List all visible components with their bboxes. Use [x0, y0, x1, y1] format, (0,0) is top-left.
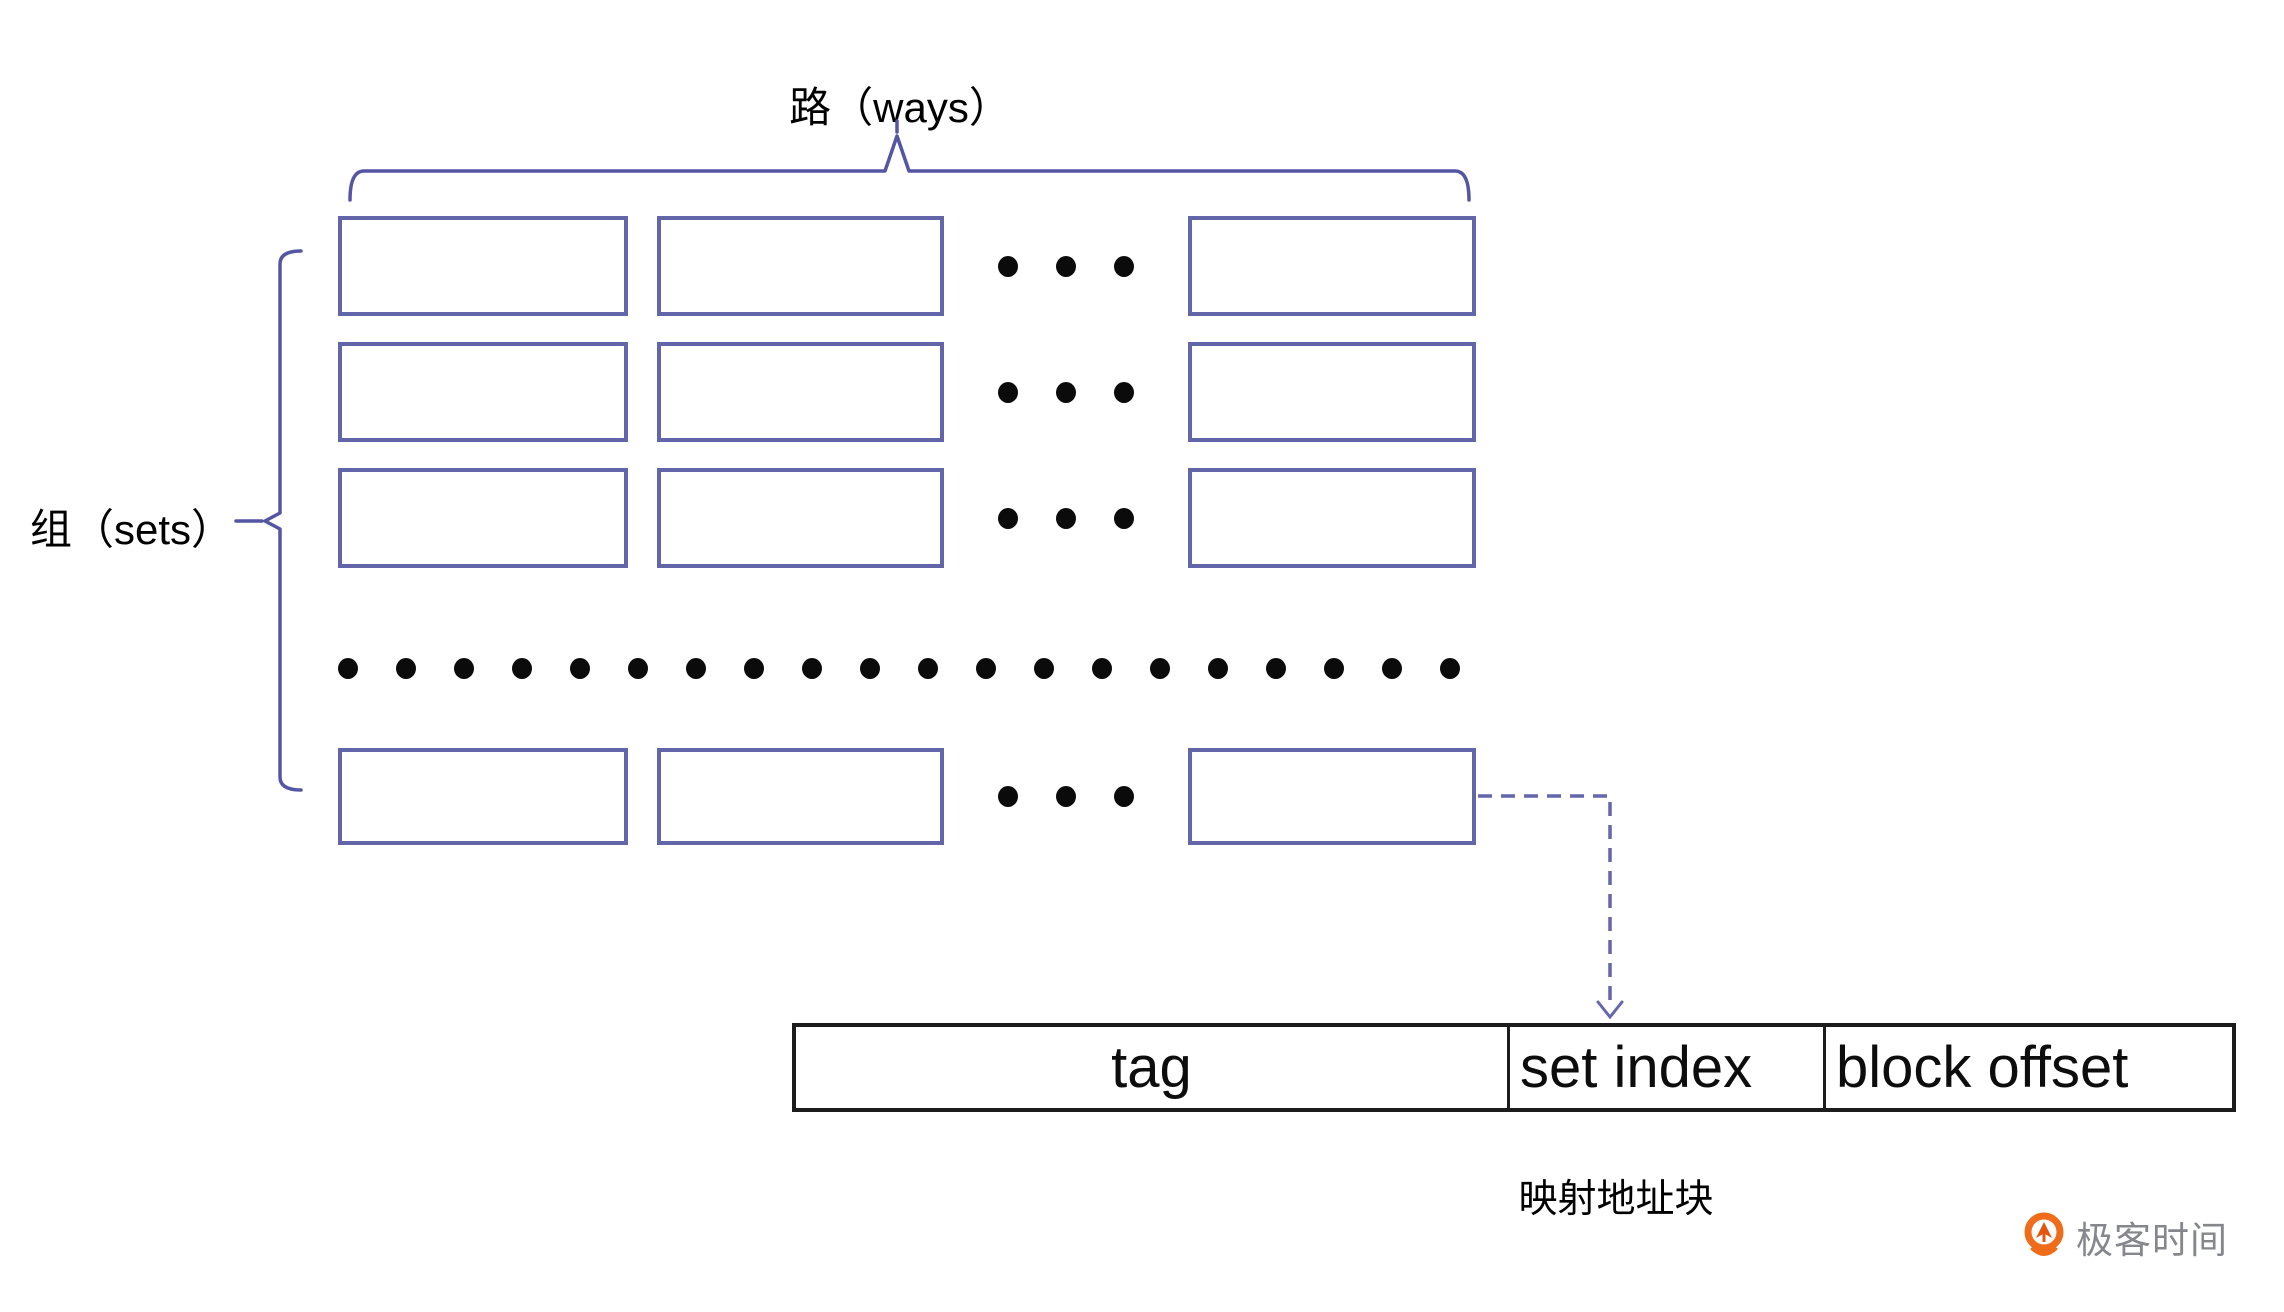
- sets-ellipsis-dot: [628, 658, 648, 679]
- geektime-logo: 极客时间: [2022, 1210, 2228, 1264]
- address-table: tag set index block offset: [792, 1023, 2236, 1112]
- sets-ellipsis-dot: [1324, 658, 1344, 679]
- ellipsis-dot: [1114, 255, 1134, 277]
- mapped-address-label: 映射地址块: [1518, 1178, 1714, 1221]
- ways-brace: [348, 134, 1471, 202]
- cache-block: [1188, 468, 1476, 568]
- mapping-arrowhead-icon: [1596, 1000, 1624, 1020]
- sets-ellipsis-dot: [396, 658, 416, 679]
- sets-ellipsis-dot: [802, 658, 822, 679]
- sets-ellipsis-dot: [570, 658, 590, 679]
- ellipsis-dot: [1114, 507, 1134, 529]
- sets-ellipsis-dot: [1266, 658, 1286, 679]
- ways-label: 路（ways）: [789, 84, 1011, 131]
- sets-ellipsis-dot: [454, 658, 474, 679]
- cache-block: [657, 468, 944, 568]
- cache-block: [657, 216, 944, 316]
- sets-ellipsis-dot: [1382, 658, 1402, 679]
- ellipsis-dot: [998, 786, 1018, 807]
- cache-block: [338, 468, 628, 568]
- ellipsis-dot: [1114, 786, 1134, 807]
- geektime-logo-text: 极客时间: [2076, 1220, 2228, 1261]
- sets-ellipsis-dot: [744, 658, 764, 679]
- address-cell-block-offset: block offset: [1823, 1027, 2232, 1108]
- sets-label: 组（sets）: [30, 506, 234, 553]
- sets-ellipsis-dot: [686, 658, 706, 679]
- ellipsis-dot: [1056, 255, 1076, 277]
- ellipsis-dot: [1114, 381, 1134, 403]
- sets-ellipsis-dot: [1034, 658, 1054, 679]
- mapping-dashed-arrow: [1478, 794, 1612, 1006]
- cache-block: [338, 216, 628, 316]
- cache-block: [657, 342, 944, 442]
- sets-ellipsis-dot: [1092, 658, 1112, 679]
- ellipsis-dot: [998, 255, 1018, 277]
- ellipsis-dot: [1056, 381, 1076, 403]
- ellipsis-dot: [998, 381, 1018, 403]
- sets-brace: [263, 249, 303, 792]
- ellipsis-dot: [998, 507, 1018, 529]
- sets-ellipsis-dot: [976, 658, 996, 679]
- cache-block: [1188, 216, 1476, 316]
- ellipsis-dot: [1056, 507, 1076, 529]
- sets-ellipsis-dot: [1150, 658, 1170, 679]
- ellipsis-dot: [1056, 786, 1076, 807]
- address-cell-tag: tag: [1111, 1034, 1192, 1100]
- sets-ellipsis-dot: [918, 658, 938, 679]
- sets-ellipsis-dot: [1440, 658, 1460, 679]
- sets-ellipsis-dot: [1208, 658, 1228, 679]
- sets-ellipsis-dot: [338, 658, 358, 679]
- cache-block: [1188, 748, 1476, 845]
- sets-ellipsis-dot: [512, 658, 532, 679]
- cache-block: [338, 342, 628, 442]
- cache-block: [657, 748, 944, 845]
- cache-block: [1188, 342, 1476, 442]
- address-cell-set-index: set index: [1507, 1027, 1823, 1108]
- sets-ellipsis-dot: [860, 658, 880, 679]
- cache-block: [338, 748, 628, 845]
- geektime-logo-icon: [2024, 1212, 2064, 1256]
